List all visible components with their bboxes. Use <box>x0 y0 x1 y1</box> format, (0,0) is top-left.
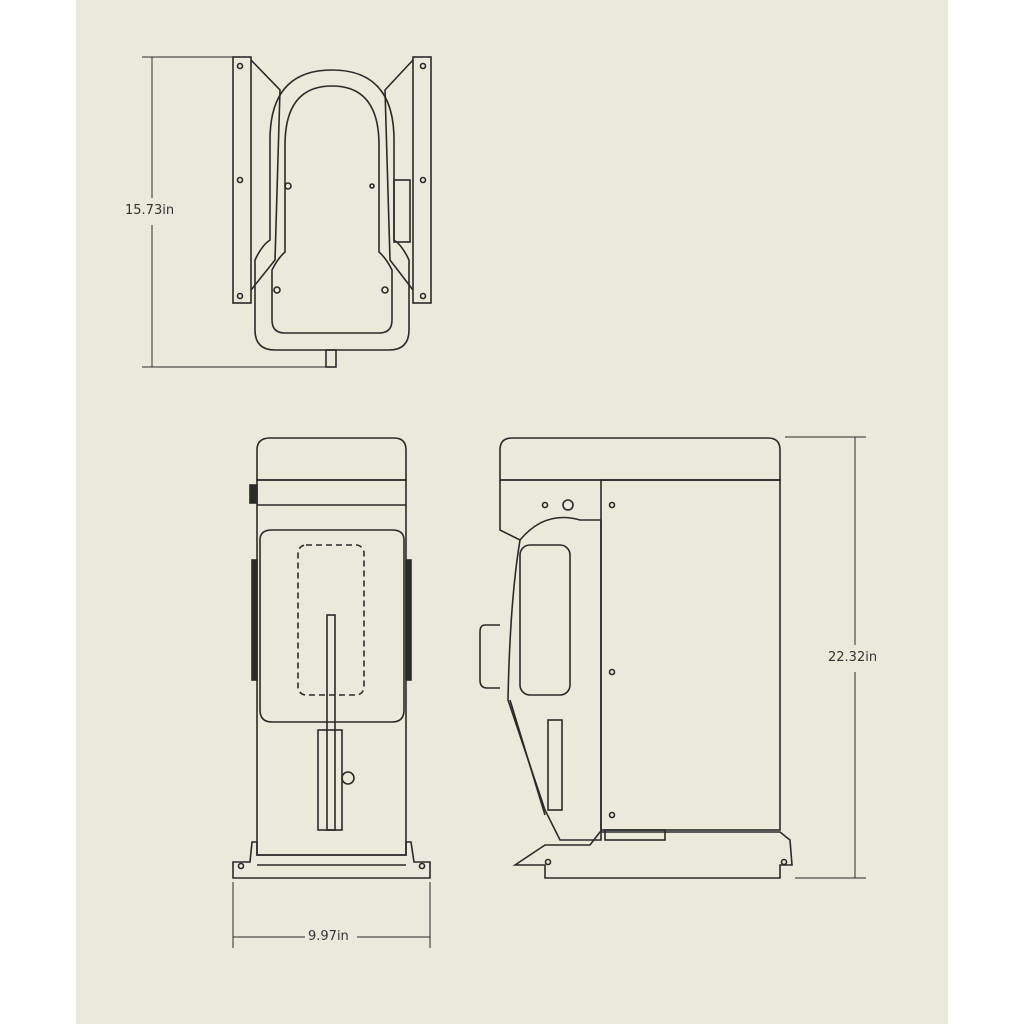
dimension-width: 9.97in <box>307 929 350 944</box>
dimension-height: 22.32in <box>827 650 879 665</box>
dimension-top-depth: 15.73in <box>124 203 176 218</box>
drawing-sheet <box>76 0 948 1024</box>
front-view <box>232 437 431 948</box>
top-view <box>142 56 432 368</box>
side-view <box>479 436 866 879</box>
